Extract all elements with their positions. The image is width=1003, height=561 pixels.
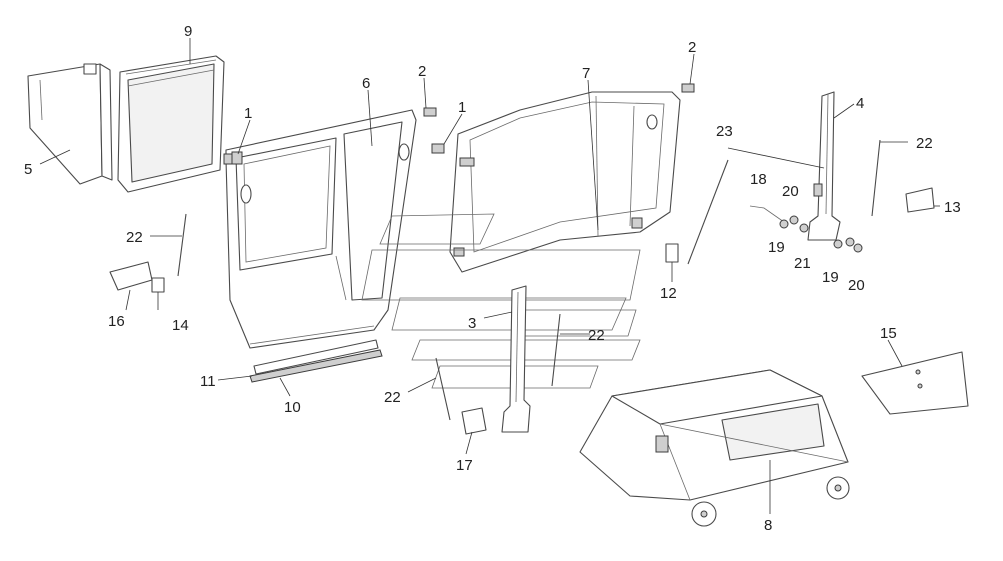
- callout-9: 9: [184, 23, 192, 40]
- callout-14: 14: [172, 317, 189, 334]
- callout-2b: 2: [688, 39, 696, 56]
- callout-18: 18: [750, 171, 767, 188]
- glass-pane-outlines: [361, 213, 641, 389]
- callout-4: 4: [856, 95, 864, 112]
- callout-10: 10: [284, 399, 301, 416]
- callout-19a: 19: [768, 239, 785, 256]
- callout-8: 8: [764, 517, 772, 534]
- callout-21: 21: [794, 255, 811, 272]
- callout-labels: 9 2 2 1 1 6 7 4 5 22 22 22 22 23 18 20 2…: [24, 23, 961, 534]
- part-7-door-frame-right: [449, 91, 681, 273]
- part-2-hinges: [423, 83, 695, 117]
- callout-22a: 22: [126, 229, 143, 246]
- part-4-post: [807, 91, 841, 241]
- part-10-11-strips: [249, 339, 383, 383]
- callout-22b: 22: [916, 135, 933, 152]
- part-1-hinges: [231, 143, 445, 165]
- callout-7: 7: [582, 65, 590, 82]
- part-6-door-frame: [223, 109, 417, 349]
- callout-17: 17: [456, 457, 473, 474]
- callout-22d: 22: [384, 389, 401, 406]
- callout-11: 11: [200, 373, 216, 390]
- callout-6: 6: [362, 75, 370, 92]
- callout-3: 3: [468, 315, 476, 332]
- callout-22c: 22: [588, 327, 605, 344]
- callout-23: 23: [716, 123, 733, 140]
- part-8-housing: [579, 369, 850, 527]
- callout-1a: 1: [244, 105, 252, 122]
- part-5-side-panel: [27, 63, 113, 185]
- leader-lines: [39, 38, 940, 514]
- part-3-post: [501, 285, 531, 433]
- hardware-washers-nuts: [749, 205, 863, 253]
- callout-16: 16: [108, 313, 125, 330]
- callout-12: 12: [660, 285, 677, 302]
- brackets: [109, 187, 935, 435]
- callout-1b: 1: [458, 99, 466, 116]
- callout-15: 15: [880, 325, 897, 342]
- part-15-side-plate: [861, 351, 969, 415]
- part-9-filter-panel: [117, 55, 225, 193]
- callout-5: 5: [24, 161, 32, 178]
- callout-20a: 20: [782, 183, 799, 200]
- callout-13: 13: [944, 199, 961, 216]
- callout-19b: 19: [822, 269, 839, 286]
- callout-2a: 2: [418, 63, 426, 80]
- callout-20b: 20: [848, 277, 865, 294]
- gas-struts: [177, 139, 881, 421]
